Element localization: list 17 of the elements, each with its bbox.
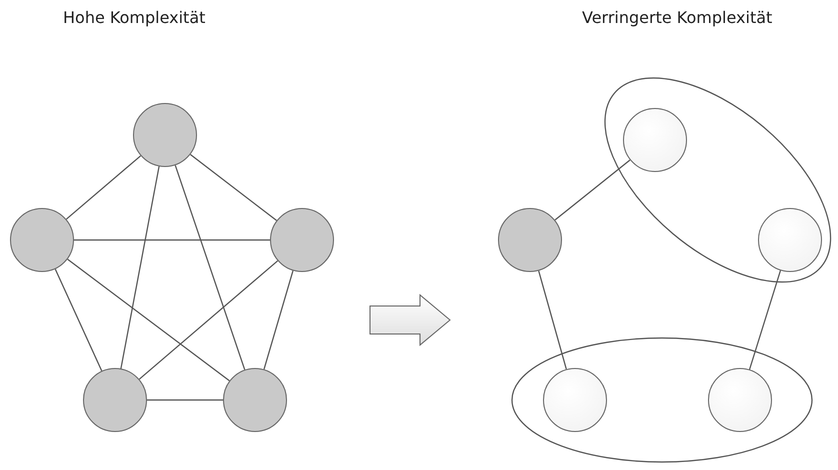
group-ellipse xyxy=(512,338,812,462)
connector-line xyxy=(120,166,160,369)
connector-line xyxy=(554,160,630,220)
connector-line xyxy=(190,154,277,222)
connector-line xyxy=(74,239,270,241)
connector-line xyxy=(138,260,278,380)
connector-line xyxy=(147,399,223,401)
connector-line xyxy=(66,155,142,220)
section-heading: Verringerte Komplexität xyxy=(582,8,772,27)
connector-line xyxy=(538,270,567,370)
connector-line xyxy=(748,270,782,370)
connector-line xyxy=(174,165,246,370)
connector-line xyxy=(54,268,102,372)
section-heading: Hohe Komplexität xyxy=(63,8,206,27)
connector-line xyxy=(263,270,294,370)
connector-line xyxy=(67,258,230,382)
group-ellipse xyxy=(605,78,831,282)
